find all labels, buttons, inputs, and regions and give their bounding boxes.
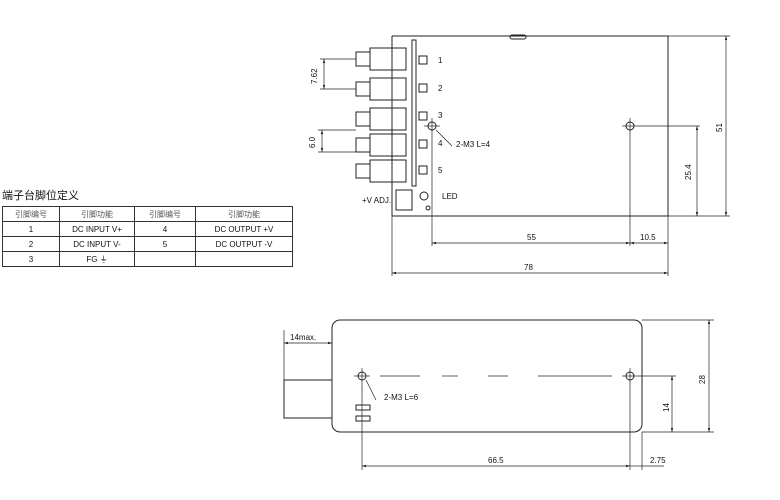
table-cell: 1 [2,221,60,237]
pitch-dimension: 7.62 [310,68,319,84]
header-pin-no: 引脚编号 [2,206,60,222]
led [419,191,429,201]
table-cell: DC OUTPUT -V [195,236,293,252]
side-terminal-block [283,379,333,419]
terminal-height-dim: 14max. [290,333,317,342]
dim-hole-edge: 10.5 [640,233,656,242]
pin-table-title: 端子台脚位定义 [2,189,79,202]
top-view [318,34,730,276]
dim-side-hole-span: 66.5 [488,456,504,465]
dim-side-height: 28 [698,375,707,384]
dim-height: 51 [715,123,724,132]
table-cell: DC INPUT V+ [59,221,135,237]
side-mounting-hole-left [354,368,370,384]
mount-label-top: 2-M3 L=4 [456,140,491,149]
table-cell: 3 [2,251,60,267]
terminal-number-2: 2 [438,84,443,93]
terminal-number-1: 1 [438,56,443,65]
mounting-hole-left [424,118,440,134]
side-view [283,319,714,470]
header-pin-function: 引脚功能 [195,206,293,222]
side-mounting-hole-right [622,368,638,384]
table-row: 2 DC INPUT V- 5 DC OUTPUT -V [2,236,293,252]
table-cell: DC OUTPUT +V [195,221,293,237]
table-row: 1 DC INPUT V+ 4 DC OUTPUT +V [2,221,293,237]
side-slot-1 [355,404,371,411]
terminal-number-5: 5 [438,166,443,175]
led-label: LED [442,192,458,201]
terminal-number-boxes [418,55,428,175]
mounting-hole-right [622,118,638,134]
table-cell [195,251,293,267]
table-cell: DC INPUT V- [59,236,135,252]
side-slot-2 [355,415,371,422]
table-cell: FG ⏚ [59,251,135,267]
mount-label-side: 2-M3 L=6 [384,393,419,402]
adj-potentiometer [395,189,413,211]
dim-side-hole-height: 14 [662,403,671,412]
dim-hole-span: 55 [527,233,536,242]
table-cell: 4 [134,221,196,237]
terminal-number-4: 4 [438,139,443,148]
dim-side-hole-edge: 2.75 [650,456,666,465]
table-cell: 2 [2,236,60,252]
table-cell [134,251,196,267]
header-pin-no: 引脚编号 [134,206,196,222]
adj-label: +V ADJ. [362,196,392,205]
table-cell: 5 [134,236,196,252]
table-row: 3 FG ⏚ [2,251,293,267]
terminal-block [411,39,417,187]
spacing-dimension: 6.0 [308,136,317,148]
header-pin-function: 引脚功能 [59,206,135,222]
terminal-number-3: 3 [438,111,443,120]
dim-width: 78 [524,263,533,272]
terminal-screws [355,47,407,183]
dim-hole-height: 25.4 [684,164,693,180]
pin-definition-table: 引脚编号 引脚功能 引脚编号 引脚功能 1 DC INPUT V+ 4 DC O… [2,206,293,267]
table-header-row: 引脚编号 引脚功能 引脚编号 引脚功能 [2,206,293,222]
top-clip [509,34,527,40]
